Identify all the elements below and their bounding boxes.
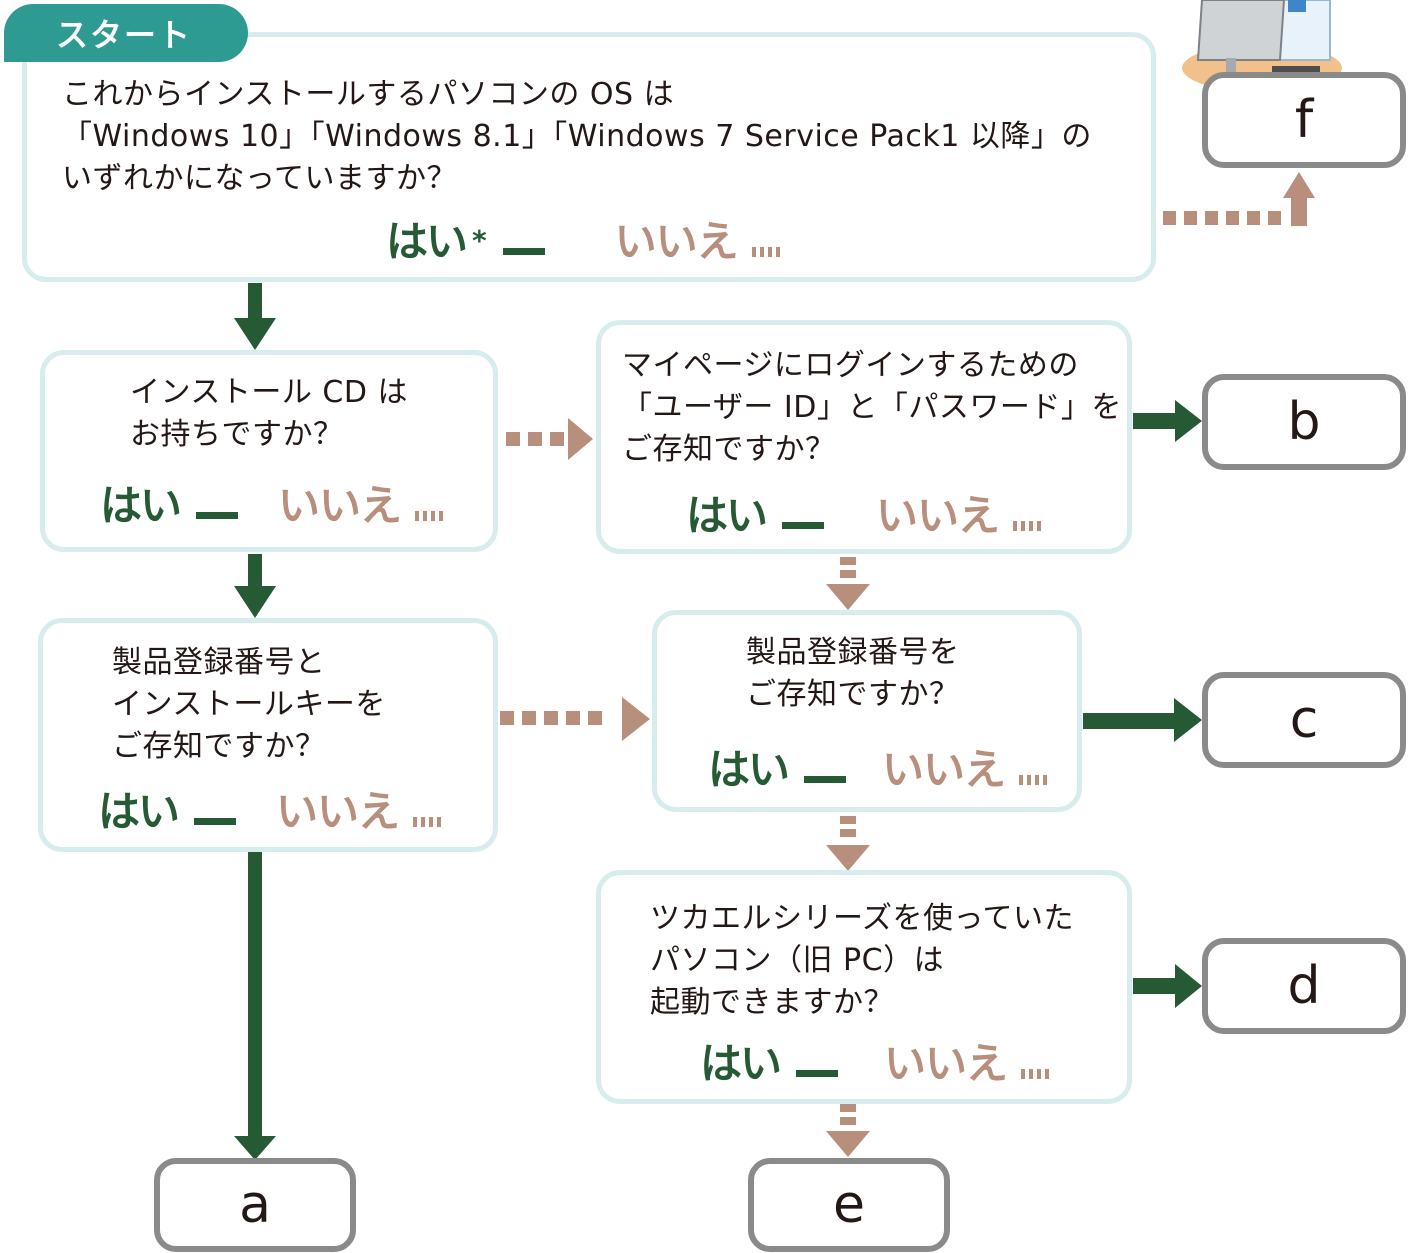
result-c: c xyxy=(1202,672,1406,768)
yes-label: はい xyxy=(708,745,790,794)
question-user-id-text: マイページにログインするための 「ユーザー ID」と「パスワード」を ご存知です… xyxy=(622,348,1122,467)
arrow-regkey-no xyxy=(500,697,650,741)
arrow-regnum-yes xyxy=(1083,698,1202,742)
question-box-user-id xyxy=(596,320,1132,554)
no-dots-legend xyxy=(1019,770,1051,789)
arrow-cd-yes xyxy=(234,554,276,618)
no-label: いいえ xyxy=(278,481,402,530)
result-a: a xyxy=(154,1158,356,1252)
arrow-oldpc-no xyxy=(826,1104,870,1157)
arrow-regnum-no xyxy=(826,816,870,871)
no-dots-legend xyxy=(413,812,445,831)
no-dots-legend xyxy=(1013,516,1045,535)
question-box-os xyxy=(22,32,1156,282)
result-f: f xyxy=(1202,72,1406,168)
yes-line-legend xyxy=(804,776,847,783)
answers-old-pc: はい いいえ xyxy=(700,1030,1053,1091)
question-os-text: これからインストールするパソコンの OS は 「Windows 10」「Wind… xyxy=(62,77,1092,196)
question-install-cd-text: インストール CD は お持ちですか？ xyxy=(130,375,409,452)
answers-install-cd: はい いいえ xyxy=(100,472,447,533)
no-dots-legend xyxy=(415,506,447,525)
no-label: いいえ xyxy=(884,1039,1008,1088)
no-label: いいえ xyxy=(614,217,739,266)
yes-label: はい xyxy=(100,481,182,530)
question-box-reg-and-key xyxy=(38,618,498,852)
arrow-os-yes xyxy=(234,283,276,350)
answers-reg-number: はい いいえ xyxy=(708,736,1051,797)
yes-line-legend xyxy=(782,522,825,529)
answers-reg-and-key: はい いいえ xyxy=(98,778,445,839)
yes-label: はい xyxy=(386,217,468,266)
question-box-reg-number xyxy=(652,610,1082,812)
yes-line-legend xyxy=(196,512,239,519)
result-b: b xyxy=(1202,374,1406,470)
question-box-install-cd xyxy=(40,350,498,552)
no-dots-legend xyxy=(1021,1064,1053,1083)
answers-os: はい* いいえ xyxy=(386,208,784,269)
no-dots-legend xyxy=(751,242,784,261)
yes-line-legend xyxy=(194,818,237,825)
yes-line-legend xyxy=(502,248,545,255)
arrow-regkey-yes xyxy=(234,852,276,1160)
yes-line-legend xyxy=(796,1070,839,1077)
no-arrows xyxy=(500,172,1315,1157)
question-box-old-pc xyxy=(596,870,1132,1104)
no-label: いいえ xyxy=(876,491,1000,540)
arrow-userid-no xyxy=(826,557,870,610)
yes-label: はい xyxy=(686,491,768,540)
answers-user-id: はい いいえ xyxy=(686,482,1045,543)
arrow-os-no xyxy=(1163,172,1315,226)
question-old-pc-text: ツカエルシリーズを使っていた パソコン（旧 PC）は 起動できますか？ xyxy=(650,901,1074,1020)
no-label: いいえ xyxy=(276,787,400,836)
start-tab: スタート xyxy=(4,4,248,62)
no-label: いいえ xyxy=(882,745,1006,794)
arrow-oldpc-yes xyxy=(1133,964,1202,1008)
yes-label: はい xyxy=(98,787,180,836)
question-reg-and-key-text: 製品登録番号と インストールキーを ご存知ですか？ xyxy=(112,645,386,764)
yes-label: はい xyxy=(700,1039,782,1088)
arrow-cd-no xyxy=(506,418,593,460)
result-d: d xyxy=(1202,938,1406,1034)
yes-arrows xyxy=(234,283,1202,1160)
arrow-userid-yes xyxy=(1133,400,1202,442)
result-e: e xyxy=(748,1158,950,1252)
question-reg-number-text: 製品登録番号を ご存知ですか？ xyxy=(746,635,960,712)
yes-footnote-mark: * xyxy=(472,223,487,257)
